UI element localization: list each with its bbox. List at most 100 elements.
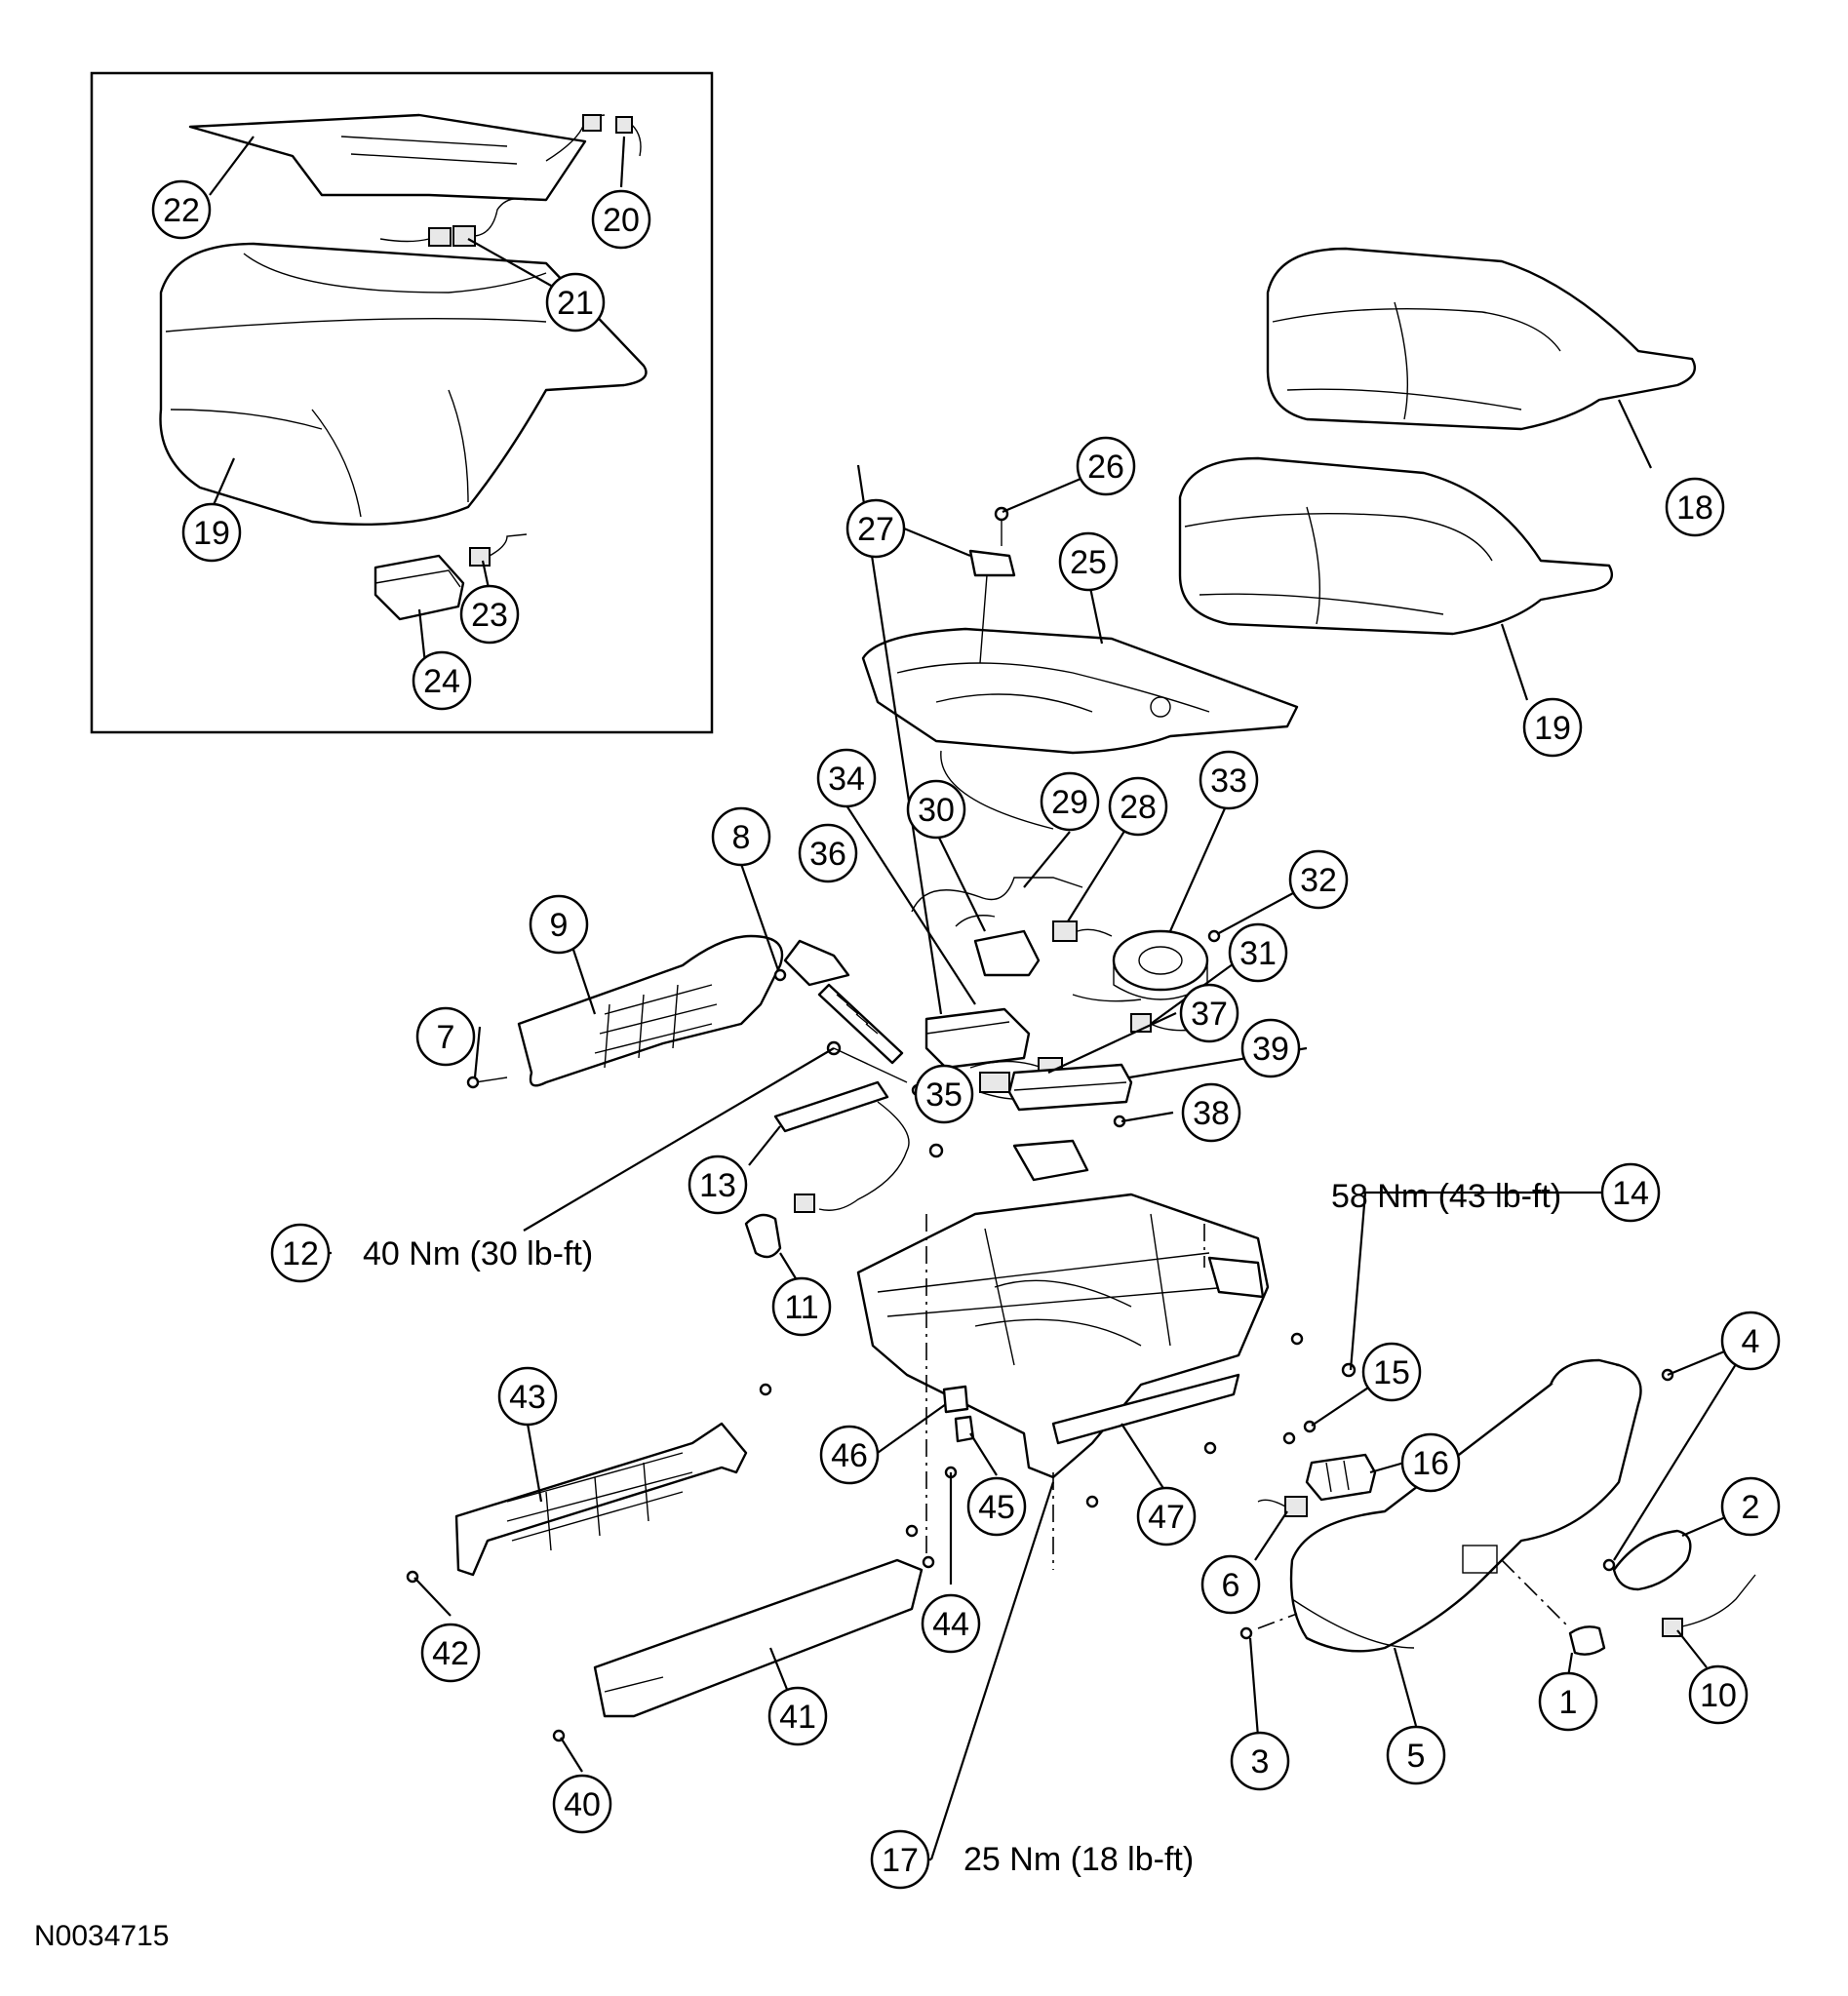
callout-circle bbox=[870, 1829, 930, 1890]
callout-35: 35 bbox=[914, 1064, 974, 1124]
callout-number: 16 bbox=[1412, 1445, 1449, 1482]
callout-number: 31 bbox=[1239, 935, 1277, 972]
callout-5: 5 bbox=[1386, 1725, 1446, 1785]
module-36 bbox=[911, 1007, 1031, 1097]
seat-cushion-19 bbox=[1178, 456, 1614, 636]
callout-number: 19 bbox=[193, 515, 230, 552]
callout-40: 40 bbox=[552, 1774, 612, 1834]
callout-number: 19 bbox=[1534, 710, 1571, 747]
callout-circle bbox=[921, 1593, 981, 1654]
bolt-26 bbox=[979, 506, 1009, 664]
callout-number: 38 bbox=[1193, 1095, 1230, 1132]
callout-number: 25 bbox=[1070, 544, 1107, 581]
callout-number: 12 bbox=[282, 1235, 319, 1272]
callout-30: 30 bbox=[906, 779, 966, 840]
callout-6: 6 bbox=[1200, 1554, 1261, 1615]
seat-module bbox=[374, 533, 528, 621]
callout-14: 14 bbox=[1600, 1162, 1661, 1223]
callout-number: 40 bbox=[564, 1786, 601, 1823]
callout-number: 37 bbox=[1191, 996, 1228, 1033]
callout-21: 21 bbox=[545, 272, 606, 333]
callout-number: 20 bbox=[603, 202, 640, 239]
callout-number: 44 bbox=[932, 1606, 969, 1643]
callout-13: 13 bbox=[688, 1155, 748, 1215]
callout-3: 3 bbox=[1230, 1731, 1290, 1791]
callout-number: 11 bbox=[784, 1289, 818, 1326]
callout-circle bbox=[767, 1686, 828, 1746]
callout-number: 17 bbox=[882, 1842, 919, 1879]
callout-circle bbox=[1720, 1311, 1781, 1371]
callout-number: 1 bbox=[1559, 1684, 1578, 1721]
callout-33: 33 bbox=[1199, 750, 1259, 810]
motor-cluster bbox=[911, 877, 1221, 1033]
callout-circle bbox=[415, 1006, 476, 1067]
callout-26: 26 bbox=[1076, 436, 1136, 496]
callout-15: 15 bbox=[1361, 1342, 1422, 1402]
callout-number: 26 bbox=[1087, 449, 1124, 486]
callout-number: 5 bbox=[1407, 1738, 1426, 1775]
callout-number: 43 bbox=[509, 1379, 546, 1416]
callout-43: 43 bbox=[497, 1366, 558, 1427]
callout-number: 9 bbox=[550, 907, 569, 944]
callout-44: 44 bbox=[921, 1593, 981, 1654]
callout-circle bbox=[1181, 1082, 1241, 1143]
callout-45: 45 bbox=[966, 1476, 1027, 1537]
callout-circle bbox=[1665, 477, 1725, 537]
seat-cushion-inset bbox=[159, 242, 648, 527]
callout-number: 7 bbox=[437, 1019, 455, 1056]
callout-circle bbox=[1076, 436, 1136, 496]
callout-circle bbox=[412, 650, 472, 711]
callout-number: 33 bbox=[1210, 763, 1247, 800]
callout-circle bbox=[1720, 1476, 1781, 1537]
callout-24: 24 bbox=[412, 650, 472, 711]
seat-cushion-18 bbox=[1266, 247, 1697, 431]
callout-number: 27 bbox=[857, 511, 894, 548]
callout-31: 31 bbox=[1228, 922, 1288, 983]
small-parts-44-46 bbox=[922, 1385, 975, 1569]
callout-number: 3 bbox=[1251, 1743, 1270, 1781]
knob-2 bbox=[1612, 1529, 1692, 1591]
callout-18: 18 bbox=[1665, 477, 1725, 537]
callout-circle bbox=[1688, 1664, 1749, 1725]
callout-circle bbox=[914, 1064, 974, 1124]
callout-number: 32 bbox=[1300, 862, 1337, 899]
callout-number: 46 bbox=[831, 1437, 868, 1474]
callout-circle bbox=[1386, 1725, 1446, 1785]
callout-37: 37 bbox=[1179, 983, 1239, 1043]
callout-9: 9 bbox=[529, 894, 589, 955]
callout-32: 32 bbox=[1288, 849, 1349, 910]
callout-1: 1 bbox=[1538, 1671, 1598, 1732]
callout-circle bbox=[552, 1774, 612, 1834]
callout-circle bbox=[1228, 922, 1288, 983]
callout-19: 19 bbox=[181, 502, 242, 563]
callout-circle bbox=[966, 1476, 1027, 1537]
callout-circle bbox=[1108, 776, 1168, 837]
button-1 bbox=[1568, 1625, 1606, 1656]
callout-number: 28 bbox=[1120, 789, 1157, 826]
callout-20: 20 bbox=[591, 189, 651, 250]
callout-27: 27 bbox=[845, 498, 906, 559]
callout-7: 7 bbox=[415, 1006, 476, 1067]
callout-number: 2 bbox=[1742, 1489, 1760, 1526]
callout-number: 13 bbox=[699, 1167, 736, 1204]
callout-number: 4 bbox=[1742, 1323, 1760, 1360]
callout-circle bbox=[688, 1155, 748, 1215]
callout-23: 23 bbox=[459, 584, 520, 645]
callout-number: 6 bbox=[1222, 1567, 1240, 1604]
callout-2: 2 bbox=[1720, 1476, 1781, 1537]
lower-trim-41 bbox=[552, 1524, 924, 1742]
heater-mat bbox=[188, 113, 642, 202]
callout-number: 15 bbox=[1373, 1354, 1410, 1391]
callout-number: 34 bbox=[828, 761, 865, 798]
figure-reference-id: N0034715 bbox=[34, 1920, 169, 1952]
callout-number: 22 bbox=[163, 192, 200, 229]
callout-number: 10 bbox=[1700, 1677, 1737, 1714]
bracket-27 bbox=[968, 549, 1016, 577]
belt-buckle bbox=[783, 939, 908, 1083]
callout-circle bbox=[906, 779, 966, 840]
callout-47: 47 bbox=[1136, 1486, 1197, 1546]
callout-number: 8 bbox=[732, 819, 751, 856]
cable-13 bbox=[773, 1080, 910, 1213]
callout-39: 39 bbox=[1240, 1018, 1301, 1078]
callout-circle bbox=[1136, 1486, 1197, 1546]
